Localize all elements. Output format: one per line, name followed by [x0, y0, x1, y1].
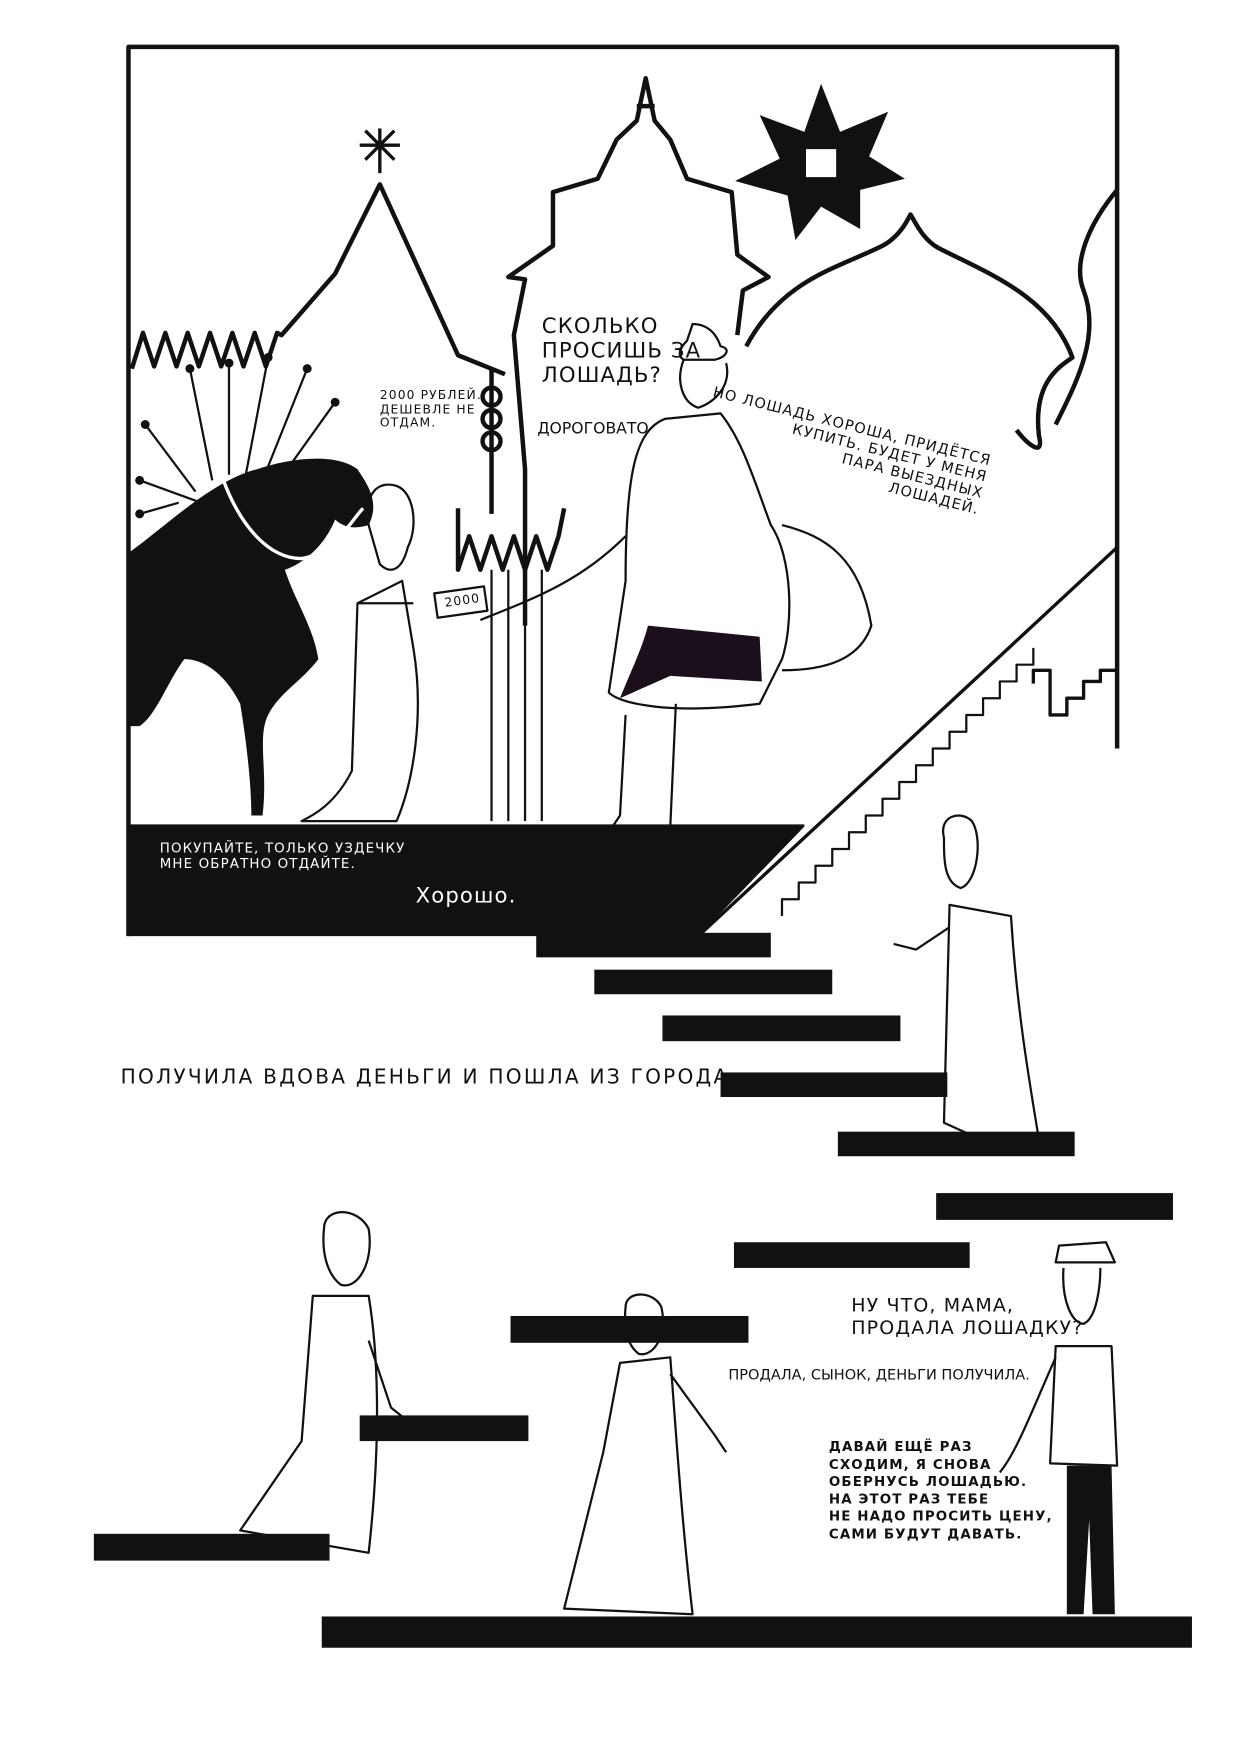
speech-expensive: Дороговато — [537, 420, 649, 438]
banknote — [433, 585, 489, 619]
speech-son-plan: Давай ещё раз сходим, я снова обернусь л… — [828, 1438, 1053, 1542]
speech-mother-answer: Продала, сынок, деньги получила. — [728, 1367, 1030, 1385]
widow-figure — [300, 483, 419, 823]
left-church — [129, 182, 506, 377]
horse-silhouette — [128, 353, 374, 816]
widow-walking-2 — [239, 1211, 403, 1554]
center-tower — [506, 75, 771, 626]
merchant-figure — [479, 322, 873, 851]
speech-ok: Хорошо. — [415, 883, 517, 909]
merchant-boot — [620, 625, 762, 699]
speech-bridle: Покупайте, только уздечку мне обратно от… — [159, 840, 406, 872]
folk-star-icon — [735, 83, 905, 241]
speech-price: 2000 рублей. Дешевле не отдам. — [379, 387, 482, 431]
panel-frame — [126, 44, 1120, 937]
speech-how-much: Сколько просишь за лошадь? — [541, 313, 702, 388]
narration: Получила вдова деньги и пошла из города. — [120, 1065, 739, 1090]
stair-steps — [93, 932, 1192, 1648]
son-figure — [998, 1241, 1119, 1474]
onion-dome — [744, 212, 1075, 450]
widow-walking-3 — [563, 1293, 728, 1616]
widow-walking-1 — [893, 814, 1041, 1152]
star-cross-icon — [359, 128, 400, 174]
panel-base-bar — [128, 824, 805, 937]
speech-son-question: Ну что, мама, продала лошадку? — [851, 1294, 1084, 1339]
son-trousers — [1066, 1465, 1115, 1615]
staircase-outline — [697, 545, 1119, 938]
